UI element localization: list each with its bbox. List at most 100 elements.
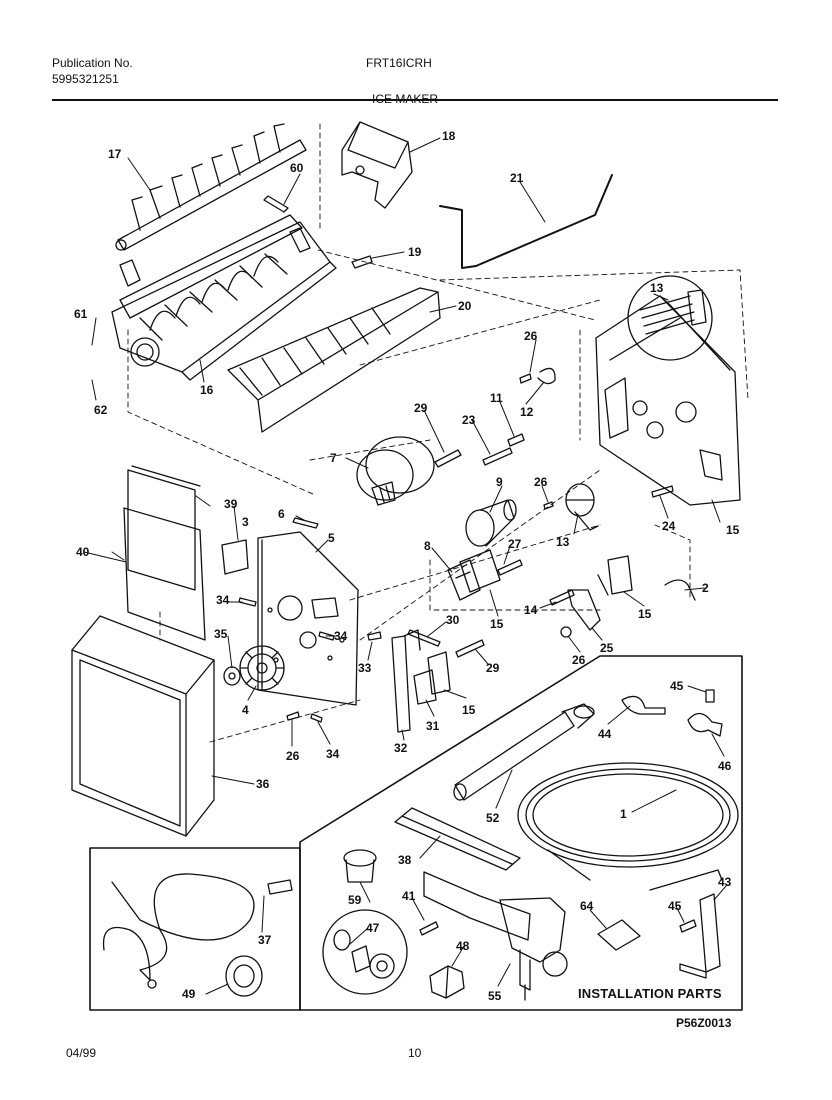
callout-44: 44 xyxy=(598,727,612,741)
callout-4: 4 xyxy=(242,703,249,717)
grommet-49 xyxy=(225,955,263,997)
screw-27 xyxy=(497,559,523,576)
screw-29a xyxy=(434,449,462,468)
figure-code: P56Z0013 xyxy=(676,1016,732,1030)
callout-48: 48 xyxy=(456,939,470,953)
callout-30: 30 xyxy=(446,613,460,627)
callout-64: 64 xyxy=(580,899,594,913)
footer-date: 04/99 xyxy=(66,1046,97,1060)
screw-33 xyxy=(367,631,382,641)
callout-37: 39 xyxy=(224,497,238,511)
callout-60: 60 xyxy=(290,161,304,175)
callout-34b: 34 xyxy=(334,629,348,643)
callout-9: 9 xyxy=(496,475,503,489)
callout-38: 40 xyxy=(76,545,90,559)
cam-9 xyxy=(465,499,517,547)
label-3 xyxy=(221,539,249,575)
screw-34b xyxy=(318,631,335,641)
strip-40 xyxy=(394,807,521,871)
callout-29a: 29 xyxy=(414,401,428,415)
bracket-64 xyxy=(597,919,641,951)
screw-30 xyxy=(407,629,441,647)
callout-22: 21 xyxy=(510,171,524,185)
footer-page-number: 10 xyxy=(408,1046,422,1060)
switch-8 xyxy=(447,559,481,601)
stripper xyxy=(227,287,441,433)
callout-55: 55 xyxy=(488,989,502,1003)
callout-24: 25 xyxy=(600,641,614,655)
callout-34a: 34 xyxy=(216,593,230,607)
callout-41: 41 xyxy=(402,889,416,903)
publication-number: 5995321251 xyxy=(52,72,119,86)
screw-20 xyxy=(351,255,373,269)
ejector-rod xyxy=(115,123,307,251)
installation-parts-label: INSTALLATION PARTS xyxy=(578,986,722,1001)
header-rule xyxy=(52,99,778,101)
motor xyxy=(356,436,435,506)
callout-26a: 26 xyxy=(534,475,548,489)
callout-35: 35 xyxy=(214,627,228,641)
screw-60 xyxy=(263,195,289,213)
callout-3: 3 xyxy=(242,515,249,529)
screw-34a xyxy=(238,597,257,607)
wiring-harness-inset xyxy=(627,275,713,361)
callout-21: 20 xyxy=(458,299,472,313)
screw-26b xyxy=(286,711,300,721)
screw-41 xyxy=(419,921,439,936)
callout-46: 46 xyxy=(718,759,732,773)
power-cord-39 xyxy=(102,873,293,989)
callout-36: 36 xyxy=(256,777,270,791)
water-line-coil xyxy=(517,762,739,891)
callout-12: 13 xyxy=(650,281,664,295)
screw-34c xyxy=(310,713,323,723)
front-cover xyxy=(71,615,215,837)
callout-25: 26 xyxy=(572,653,586,667)
callout-15c: 15 xyxy=(462,703,476,717)
screw-45a xyxy=(705,689,715,703)
insulation-pad-38 xyxy=(123,507,206,641)
model-number: FRT16ICRH xyxy=(366,56,432,70)
screw-23b xyxy=(651,485,674,498)
switch-15a xyxy=(459,549,501,593)
callout-18: 17 xyxy=(108,147,122,161)
callout-32: 32 xyxy=(394,741,408,755)
callout-8: 8 xyxy=(424,539,431,553)
callout-numbers: 17 18 60 19 20 21 13 61 62 16 15 26 12 1… xyxy=(74,129,740,1003)
callout-27: 27 xyxy=(508,537,522,551)
washer-35 xyxy=(223,666,241,686)
callout-11: 12 xyxy=(520,405,534,419)
screw-6 xyxy=(292,517,319,529)
callout-14: 14 xyxy=(524,603,538,617)
switch-15b xyxy=(607,555,633,595)
pin-10 xyxy=(507,433,525,447)
screw-29b xyxy=(455,639,485,658)
clip-11 xyxy=(537,367,556,385)
callout-28: 26 xyxy=(524,329,538,343)
callout-40: 38 xyxy=(398,853,412,867)
callout-13: 13 xyxy=(556,535,570,549)
drive-gear-4 xyxy=(239,645,285,691)
installation-box-outline xyxy=(89,655,743,1011)
callout-16: 15 xyxy=(726,523,740,537)
callout-49: 49 xyxy=(182,987,196,1001)
spring-2 xyxy=(664,579,696,601)
callout-23a: 23 xyxy=(462,413,476,427)
switch-31 xyxy=(413,669,437,705)
screw-25 xyxy=(560,626,572,638)
publication-label: Publication No. xyxy=(52,56,133,70)
grommet-59 xyxy=(343,849,377,883)
callout-17: 16 xyxy=(200,383,214,397)
callout-1: 1 xyxy=(620,807,627,821)
callout-20: 19 xyxy=(408,245,422,259)
assembly-dashed-lines xyxy=(127,123,749,743)
feeler-arm xyxy=(439,174,613,269)
water-valve-55 xyxy=(423,871,568,1001)
callout-23b: 24 xyxy=(662,519,676,533)
callout-33: 33 xyxy=(358,661,372,675)
callout-39: 37 xyxy=(258,933,272,947)
insulation-pad-37 xyxy=(127,465,201,591)
control-housing xyxy=(595,295,741,506)
thermostat-13 xyxy=(565,483,599,531)
callout-26b: 26 xyxy=(286,749,300,763)
